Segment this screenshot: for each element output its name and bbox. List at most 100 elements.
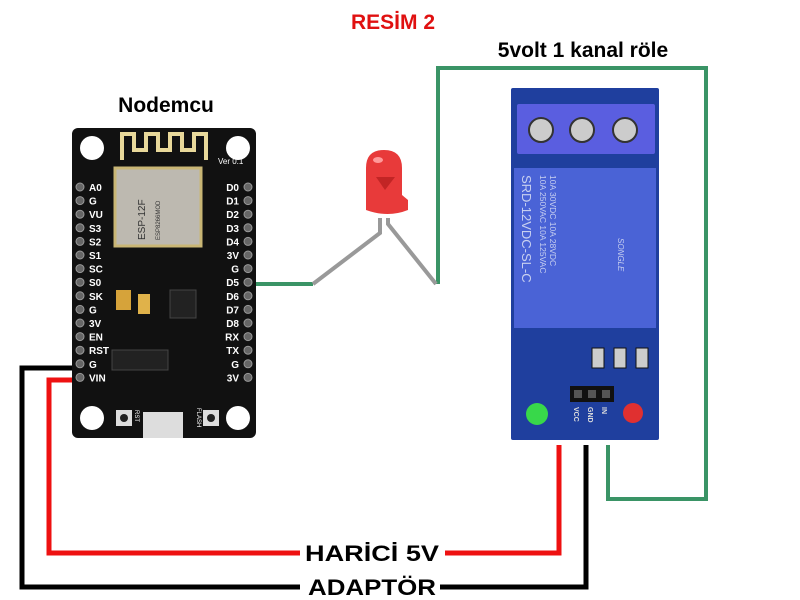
left-pin-a0[interactable] <box>75 182 85 192</box>
left-pin-label: RST <box>89 346 109 357</box>
right-pin-rx[interactable] <box>243 332 253 342</box>
left-pin-label: SK <box>89 292 104 303</box>
right-pin-g[interactable] <box>243 359 253 369</box>
pin-vcc[interactable] <box>574 390 582 398</box>
red-led <box>311 150 438 286</box>
right-pin-d0[interactable] <box>243 182 253 192</box>
relay-rating-2: 10A 30VDC 10A 28VDC <box>548 175 558 266</box>
right-pin-d6[interactable] <box>243 291 253 301</box>
left-pin-g[interactable] <box>75 359 85 369</box>
right-pin-label: G <box>231 360 239 371</box>
left-pin-3v[interactable] <box>75 318 85 328</box>
left-pin-s0[interactable] <box>75 277 85 287</box>
left-pin-rst[interactable] <box>75 345 85 355</box>
right-pin-3v[interactable] <box>243 372 253 382</box>
right-pin-g[interactable] <box>243 264 253 274</box>
relay-led-green <box>526 403 548 425</box>
left-pin-s3[interactable] <box>75 223 85 233</box>
relay-body <box>514 168 656 328</box>
left-pin-label: VIN <box>89 373 106 384</box>
left-pin-label: S2 <box>89 237 102 248</box>
relay-brand: SONGLE <box>616 238 625 272</box>
right-pin-label: 3V <box>227 373 240 384</box>
pin-label-gnd: GND <box>586 407 593 423</box>
right-pin-label: D2 <box>226 210 239 221</box>
right-pin-label: RX <box>225 333 239 344</box>
esp12f-module <box>113 166 203 248</box>
terminal-screw-nc[interactable] <box>612 117 638 143</box>
wifi-antenna <box>120 132 208 160</box>
wire-label-adaptor: ADAPTÖR <box>308 575 436 600</box>
nodemcu-board: Ver 0.1 ESP-12F ESP8266MOD RST FLASH A0G… <box>72 128 256 438</box>
right-pin-label: TX <box>226 346 239 357</box>
right-pin-d2[interactable] <box>243 209 253 219</box>
left-pin-g[interactable] <box>75 196 85 206</box>
left-pin-label: SC <box>89 265 103 276</box>
right-pin-d8[interactable] <box>243 318 253 328</box>
right-pin-d7[interactable] <box>243 304 253 314</box>
pin-label-vcc: VCC <box>572 407 579 422</box>
left-pin-en[interactable] <box>75 332 85 342</box>
figure-title: RESİM 2 <box>351 11 435 34</box>
right-pin-label: D3 <box>226 224 239 235</box>
pin-in[interactable] <box>602 390 610 398</box>
micro-usb-port[interactable] <box>143 412 183 438</box>
flash-button-label: FLASH <box>195 408 201 427</box>
left-pin-label: VU <box>89 210 103 221</box>
red-wire-right <box>445 445 562 556</box>
left-pin-label: G <box>89 360 97 371</box>
relay-rating-1: 10A 250VAC 10A 125VAC <box>538 175 548 273</box>
left-pin-label: G <box>89 305 97 316</box>
right-pin-label: D8 <box>226 319 239 330</box>
right-pin-d3[interactable] <box>243 223 253 233</box>
right-pin-label: D4 <box>226 237 239 248</box>
right-pin-label: G <box>231 265 239 276</box>
right-pin-label: D1 <box>226 197 239 208</box>
right-pin-label: 3V <box>227 251 240 262</box>
board-title: Nodemcu <box>118 94 214 117</box>
left-pin-label: S3 <box>89 224 102 235</box>
right-pin-d5[interactable] <box>243 277 253 287</box>
right-pin-3v[interactable] <box>243 250 253 260</box>
wire-label-harici-5v: HARİCİ 5V <box>305 541 439 566</box>
left-pin-sk[interactable] <box>75 291 85 301</box>
green-wire-relay-out <box>436 66 708 501</box>
led-leg-cathode <box>311 218 382 286</box>
black-wire <box>19 365 300 590</box>
left-pin-g[interactable] <box>75 304 85 314</box>
left-pin-sc[interactable] <box>75 264 85 274</box>
right-pin-tx[interactable] <box>243 345 253 355</box>
left-pin-label: S1 <box>89 251 102 262</box>
led-leg-anode <box>386 218 438 286</box>
left-pin-label: EN <box>89 333 103 344</box>
esp-module-name: ESP-12F <box>137 199 148 240</box>
esp-module-sub: ESP8266MOD <box>156 200 162 240</box>
relay-model: SRD-12VDC-SL-C <box>519 175 534 283</box>
left-pin-label: S0 <box>89 278 102 289</box>
rst-button-label: RST <box>133 410 139 422</box>
right-pin-d1[interactable] <box>243 196 253 206</box>
right-pin-label: D5 <box>226 278 239 289</box>
right-pin-label: D7 <box>226 305 239 316</box>
left-pin-vin[interactable] <box>75 372 85 382</box>
left-pin-s2[interactable] <box>75 236 85 246</box>
board-version: Ver 0.1 <box>218 157 244 166</box>
left-pin-vu[interactable] <box>75 209 85 219</box>
left-pin-s1[interactable] <box>75 250 85 260</box>
relay-led-red <box>623 403 643 423</box>
black-wire-right <box>440 445 589 590</box>
relay-title: 5volt 1 kanal röle <box>498 39 668 62</box>
left-pin-label: G <box>89 197 97 208</box>
right-pin-d4[interactable] <box>243 236 253 246</box>
pin-gnd[interactable] <box>588 390 596 398</box>
red-wire <box>46 377 300 556</box>
terminal-screw-com[interactable] <box>569 117 595 143</box>
right-pin-label: D6 <box>226 292 239 303</box>
left-pin-label: A0 <box>89 183 102 194</box>
terminal-screw-no[interactable] <box>528 117 554 143</box>
left-pin-label: 3V <box>89 319 102 330</box>
relay-module: SRD-12VDC-SL-C 10A 250VAC 10A 125VAC 10A… <box>511 88 659 440</box>
right-pin-label: D0 <box>226 183 239 194</box>
